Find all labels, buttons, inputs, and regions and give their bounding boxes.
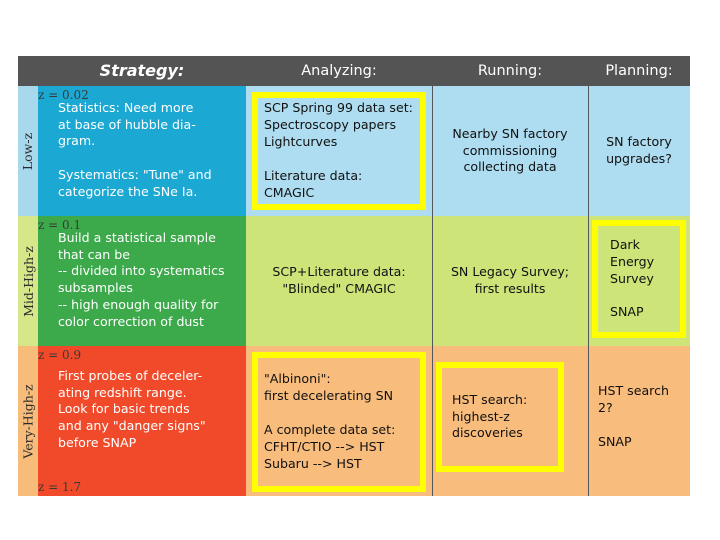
rail-label-mid-high-z: Mid-High-z xyxy=(20,245,36,317)
header-running: Running: xyxy=(477,63,543,79)
cell-analyzing-low-z: SCP Spring 99 data set: Spectroscopy pap… xyxy=(252,92,426,210)
column-divider-running-planning xyxy=(588,86,589,496)
header-band xyxy=(18,56,690,86)
rail-low-z: Low-z xyxy=(18,86,38,216)
strategy-cell-mid-high-z: Build a statistical sample that can be -… xyxy=(38,216,246,346)
header-planning: Planning: xyxy=(605,63,673,79)
cell-analyzing-mid-high-z: SCP+Literature data: "Blinded" CMAGIC xyxy=(272,264,406,296)
strategy-matrix: Strategy: Analyzing: Running: Planning: … xyxy=(18,56,690,496)
cell-planning-very-high-z: HST search 2? SNAP xyxy=(598,383,669,449)
rail-mid-high-z: Mid-High-z xyxy=(18,216,38,346)
column-divider-analyzing-running xyxy=(432,86,433,496)
strategy-cell-very-high-z: First probes of deceler- ating redshift … xyxy=(38,346,246,496)
row-area-low-z xyxy=(246,86,690,216)
header-strategy: Strategy: xyxy=(99,61,185,80)
cell-running-very-high-z: HST search: highest-z discoveries xyxy=(436,362,564,472)
cell-running-low-z: Nearby SN factory commissioning collecti… xyxy=(452,125,568,175)
rail-label-wrap: Low-z xyxy=(18,86,38,216)
cell-planning-mid-high-z: Dark Energy Survey SNAP xyxy=(592,220,686,338)
rail-label-wrap: Very-High-z xyxy=(18,346,38,496)
cell-running-mid-high-z: SN Legacy Survey; first results xyxy=(450,264,570,296)
rail-very-high-z: Very-High-z xyxy=(18,346,38,496)
header-analyzing: Analyzing: xyxy=(301,63,377,79)
rail-label-very-high-z: Very-High-z xyxy=(20,383,36,459)
rail-label-wrap: Mid-High-z xyxy=(18,216,38,346)
cell-analyzing-very-high-z: "Albinoni": first decelerating SN A comp… xyxy=(252,352,426,492)
strategy-cell-low-z: Statistics: Need more at base of hubble … xyxy=(38,86,246,216)
rail-label-low-z: Low-z xyxy=(20,132,36,170)
cell-planning-low-z: SN factory upgrades? xyxy=(606,134,672,166)
row-area-mid-high-z xyxy=(246,216,690,346)
